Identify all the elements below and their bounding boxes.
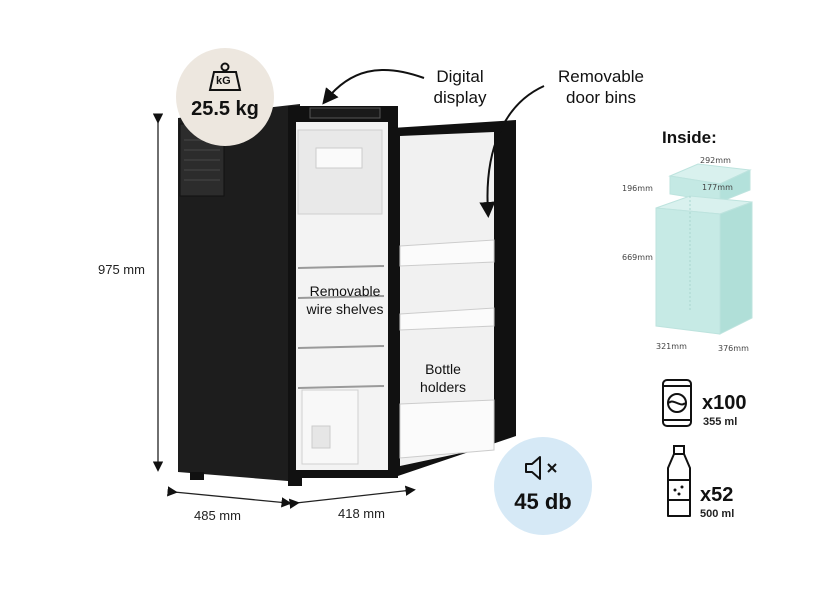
bottle-count: x52 [700, 484, 734, 506]
door-inner-panel [400, 132, 494, 466]
speaker-mute-icon [524, 455, 562, 486]
depth-label: 485 mm [194, 508, 241, 523]
inside-top-depth: 177mm [702, 183, 733, 192]
noise-badge: 45 db [494, 437, 592, 535]
weight-kg-icon: kG [208, 62, 242, 92]
width-dimension-line [288, 485, 416, 509]
can-count: x100 [702, 392, 747, 414]
noise-value: 45 db [514, 489, 572, 514]
wire-shelves [297, 265, 385, 389]
wire-shelves-label: Removable wire shelves [306, 283, 384, 317]
inside-bottom-width: 321mm [656, 342, 687, 351]
weight-badge: kG 25.5 kg [176, 48, 274, 146]
can-volume: 355 ml [703, 416, 738, 428]
can-icon [660, 376, 694, 435]
inside-top-height: 196mm [622, 184, 653, 193]
height-label: 975 mm [98, 262, 145, 277]
freezer-compartment [297, 129, 383, 215]
depth-dimension-line [167, 486, 292, 508]
display-arrow [322, 68, 425, 105]
inside-title: Inside: [662, 128, 717, 147]
door-bins [399, 239, 495, 459]
width-label: 418 mm [338, 506, 385, 521]
weight-value: 25.5 kg [191, 98, 259, 120]
bottle-icon [664, 444, 694, 525]
inside-main-height: 669mm [622, 253, 653, 262]
inside-top-width: 292mm [700, 156, 731, 165]
door-bins-arrow [479, 85, 545, 218]
door-bins-label: Removable door bins [558, 67, 644, 107]
inside-bottom-depth: 376mm [718, 344, 749, 353]
inside-dimension-diagram [655, 163, 753, 335]
weight-icon-text: kG [216, 75, 231, 87]
bottle-holders-label: Bottle holders [420, 361, 466, 395]
fridge-side-panel [178, 104, 300, 482]
digital-display-panel [309, 107, 381, 119]
bottle-volume: 500 ml [700, 508, 735, 520]
digital-display-label: Digital display [433, 67, 487, 107]
